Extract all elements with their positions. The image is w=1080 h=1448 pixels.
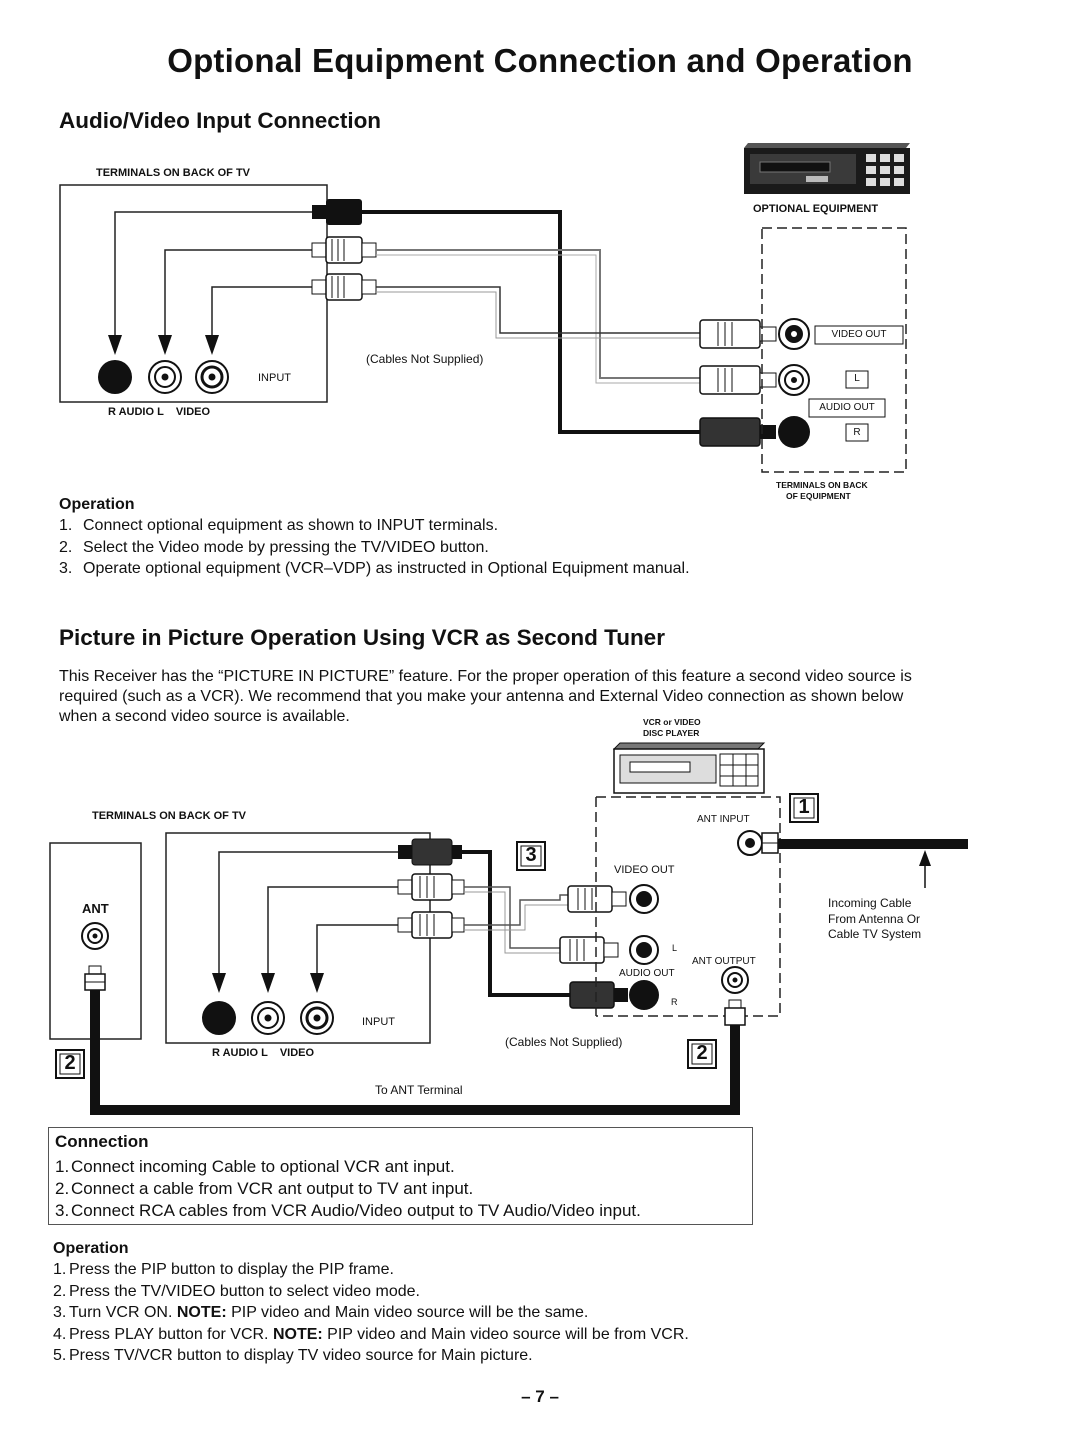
- equipment-audio-r-jack: [778, 416, 810, 448]
- equipment-video-out-label: VIDEO OUT: [831, 329, 887, 340]
- optional-equipment-vcr-icon: [744, 143, 910, 194]
- list-item: 3.Connect RCA cables from VCR Audio/Vide…: [55, 1201, 641, 1220]
- connection-list: 1.Connect incoming Cable to optional VCR…: [55, 1156, 641, 1222]
- equipment-audio-out-label: AUDIO OUT: [819, 402, 875, 413]
- vcr-disc-player-icon: [612, 742, 766, 794]
- cables-not-supplied: (Cables Not Supplied): [366, 352, 484, 366]
- step-3-number: 3: [525, 844, 537, 866]
- vcr-l-label: L: [672, 943, 678, 953]
- vcr-audio-out-label: AUDIO OUT: [619, 968, 675, 979]
- vcr-label-2: DISC PLAYER: [643, 728, 700, 738]
- operation-heading-2: Operation: [53, 1240, 129, 1257]
- audio-r-jack: [98, 360, 132, 394]
- vcr-ant-input-jack: [737, 830, 763, 856]
- vcr-audio-l-jack: [629, 935, 659, 965]
- to-ant-terminal: To ANT Terminal: [375, 1083, 463, 1097]
- connection-heading: Connection: [55, 1132, 149, 1151]
- page-title: Optional Equipment Connection and Operat…: [167, 42, 913, 79]
- vcr-ant-output-jack: [721, 966, 749, 994]
- tv-ant-panel: [49, 842, 142, 1040]
- equipment-r-label: R: [853, 427, 861, 438]
- list-item: 2.Select the Video mode by pressing the …: [59, 538, 489, 556]
- incoming-cable-label: Incoming Cable From Antenna Or Cable TV …: [828, 896, 922, 941]
- pip-terminals-tv-label: TERMINALS ON BACK OF TV: [92, 810, 246, 822]
- vcr-video-out-label: VIDEO OUT: [614, 864, 675, 876]
- list-item: 2.Connect a cable from VCR ant output to…: [55, 1179, 474, 1198]
- tv-input-panel: [165, 832, 431, 1044]
- list-item: 4.Press PLAY button for VCR. NOTE: PIP v…: [53, 1325, 689, 1343]
- pip-audio-l-jack: [251, 1001, 285, 1035]
- pip-input-label: INPUT: [362, 1016, 395, 1028]
- vcr-video-out-jack: [629, 884, 659, 914]
- ant-output-label: ANT OUTPUT: [692, 956, 756, 967]
- operation-heading-1: Operation: [59, 496, 135, 513]
- step-2-number-right: 2: [696, 1042, 708, 1064]
- list-item: 1.Connect incoming Cable to optional VCR…: [55, 1157, 455, 1176]
- terminals-equipment-label-2: OF EQUIPMENT: [786, 491, 851, 501]
- pip-cables-not-supplied: (Cables Not Supplied): [505, 1035, 623, 1049]
- step-1-number: 1: [798, 796, 810, 818]
- list-item: 1.Press the PIP button to display the PI…: [53, 1261, 394, 1278]
- optional-equipment-label: OPTIONAL EQUIPMENT: [753, 203, 879, 215]
- terminals-tv-label: TERMINALS ON BACK OF TV: [96, 167, 250, 179]
- vcr-label-1: VCR or VIDEO: [643, 717, 701, 727]
- list-item: 5.Press TV/VCR button to display TV vide…: [53, 1347, 533, 1364]
- operation-list-2: 1.Press the PIP button to display the PI…: [53, 1259, 689, 1367]
- list-item: 1.Connect optional equipment as shown to…: [59, 517, 499, 534]
- section-heading-av-input: Audio/Video Input Connection: [59, 108, 382, 133]
- operation-list-1: 1.Connect optional equipment as shown to…: [59, 515, 690, 580]
- equipment-l-label: L: [854, 373, 860, 384]
- list-item: 3.Operate optional equipment (VCR–VDP) a…: [59, 560, 690, 577]
- pip-video-jack: [300, 1001, 334, 1035]
- pip-audio-r-jack: [202, 1001, 236, 1035]
- input-label: INPUT: [258, 372, 291, 384]
- pip-jack-labels: R AUDIO L VIDEO: [212, 1047, 315, 1059]
- page-number: – 7 –: [521, 1387, 559, 1406]
- list-item: 3.Turn VCR ON. NOTE: PIP video and Main …: [53, 1304, 589, 1321]
- section-heading-pip: Picture in Picture Operation Using VCR a…: [59, 625, 665, 650]
- list-item: 2.Press the TV/VIDEO button to select vi…: [53, 1282, 420, 1300]
- tv-ant-jack: [81, 922, 109, 950]
- connection-box: Connection 1.Connect incoming Cable to o…: [48, 1127, 753, 1225]
- ant-label: ANT: [82, 901, 109, 916]
- av-input-diagram: [59, 143, 910, 473]
- step-2-number-left: 2: [64, 1052, 76, 1074]
- vcr-audio-r-jack: [629, 980, 659, 1010]
- equipment-back-panel: [761, 227, 907, 473]
- terminals-equipment-label-1: TERMINALS ON BACK: [776, 480, 868, 490]
- ant-input-label: ANT INPUT: [697, 814, 750, 825]
- pip-intro: This Receiver has the “PICTURE IN PICTUR…: [59, 668, 912, 725]
- jack-labels: R AUDIO L VIDEO: [108, 406, 211, 418]
- vcr-r-label: R: [671, 997, 678, 1007]
